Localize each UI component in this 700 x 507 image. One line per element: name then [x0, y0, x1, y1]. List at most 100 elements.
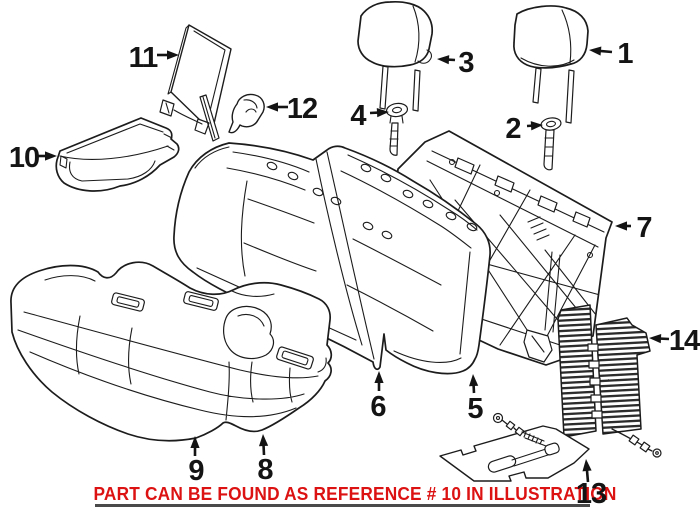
callout-2-arrow-head	[530, 121, 543, 131]
line-art-path	[111, 292, 145, 312]
callout-10: 10	[9, 142, 57, 174]
line-art-path	[523, 329, 553, 363]
line-art-path	[544, 137, 554, 157]
line-art-path	[439, 425, 590, 482]
callout-12: 12	[266, 93, 318, 125]
line-art-path	[412, 5, 432, 64]
callout-9-arrow-head	[190, 436, 200, 448]
callout-3: 3	[437, 47, 475, 79]
line-art-path	[611, 428, 653, 452]
callout-4: 4	[350, 100, 389, 132]
backrest-heater-mat-drawing	[557, 304, 662, 458]
callout-4-number: 4	[350, 100, 366, 132]
line-art-path	[495, 415, 501, 421]
line-art-path	[188, 295, 214, 307]
callout-11-arrow-head	[167, 50, 179, 60]
callout-3-arrow-head	[437, 55, 450, 65]
backrest-cushion-drawing	[173, 142, 491, 375]
headrest-right-drawing	[513, 5, 589, 124]
line-art-path	[330, 196, 342, 206]
headrest-guide-sleeve-left-drawing	[385, 102, 409, 156]
line-art-path	[628, 434, 640, 446]
line-art-path	[587, 343, 599, 352]
callout-10-number: 10	[9, 142, 39, 174]
belt-guide-drawing	[228, 93, 265, 134]
line-art-path	[493, 189, 501, 197]
line-art-path	[639, 441, 651, 453]
line-art-path	[655, 451, 659, 455]
line-art-path	[487, 455, 517, 473]
callout-14: 14	[649, 325, 700, 357]
line-art-path	[183, 291, 219, 311]
callout-2-number: 2	[505, 113, 520, 145]
callout-10-arrow-head	[45, 151, 57, 161]
callout-8-arrow-head	[258, 434, 269, 447]
line-art-path	[445, 211, 457, 221]
line-art-path	[521, 431, 547, 447]
callout-4-arrow-head	[376, 108, 389, 118]
callout-7-arrow-head	[615, 221, 627, 231]
headrest-left-drawing	[357, 0, 434, 112]
callout-6: 6	[370, 371, 387, 423]
line-art-path	[243, 99, 258, 113]
line-art-path	[540, 117, 562, 131]
line-art-path	[514, 426, 525, 437]
line-art-path	[492, 412, 504, 424]
callout-11-number: 11	[129, 42, 159, 74]
callout-6-number: 6	[370, 391, 386, 423]
callout-1-arrow-head	[589, 46, 602, 56]
line-art-path	[360, 163, 372, 173]
callout-2: 2	[505, 113, 543, 145]
line-art-path	[223, 305, 275, 360]
line-art-path	[532, 67, 575, 124]
line-art-path	[527, 216, 550, 241]
line-art-path	[511, 447, 552, 467]
line-art-path	[17, 275, 327, 421]
callout-1-number: 1	[617, 38, 633, 70]
line-art-path	[287, 171, 299, 181]
line-art-path	[276, 346, 314, 370]
callout-13-arrow-head	[582, 459, 592, 472]
callout-11: 11	[129, 42, 179, 74]
callout-12-arrow-head	[266, 102, 278, 112]
line-art-path	[391, 106, 403, 114]
line-art-path	[543, 129, 555, 171]
line-art-path	[589, 377, 601, 386]
callout-6-arrow-head	[374, 371, 384, 383]
callout-3-number: 3	[458, 47, 474, 79]
line-art-path	[55, 117, 180, 192]
callout-9: 9	[188, 436, 205, 487]
line-art-path	[357, 0, 434, 68]
callout-14-number: 14	[669, 325, 700, 357]
line-art-path	[276, 346, 314, 370]
line-art-path	[170, 24, 232, 129]
line-art-path	[591, 410, 603, 419]
line-art-path	[402, 189, 414, 199]
callout-5: 5	[467, 374, 484, 425]
callout-5-arrow-head	[469, 374, 479, 387]
line-art-path	[588, 360, 600, 369]
line-art-path	[362, 221, 374, 231]
line-art-path	[454, 157, 591, 228]
line-art-path	[595, 317, 651, 435]
line-art-path	[237, 313, 265, 327]
line-art-path	[545, 120, 557, 128]
callout-1: 1	[589, 38, 634, 70]
line-art-path	[281, 350, 309, 366]
line-art-path	[448, 158, 456, 166]
line-art-path	[513, 5, 589, 69]
line-art-path	[590, 394, 602, 403]
callout-14-arrow-head	[649, 334, 662, 344]
line-art-path	[379, 65, 421, 112]
line-art-path	[505, 420, 516, 431]
line-art-path	[312, 187, 324, 197]
line-art-path	[59, 123, 175, 182]
line-art-path	[116, 296, 140, 308]
line-art-path	[487, 455, 517, 473]
line-art-path	[385, 102, 409, 118]
line-art-path	[183, 291, 219, 311]
line-art-path	[652, 448, 662, 458]
line-art-path	[167, 24, 226, 120]
